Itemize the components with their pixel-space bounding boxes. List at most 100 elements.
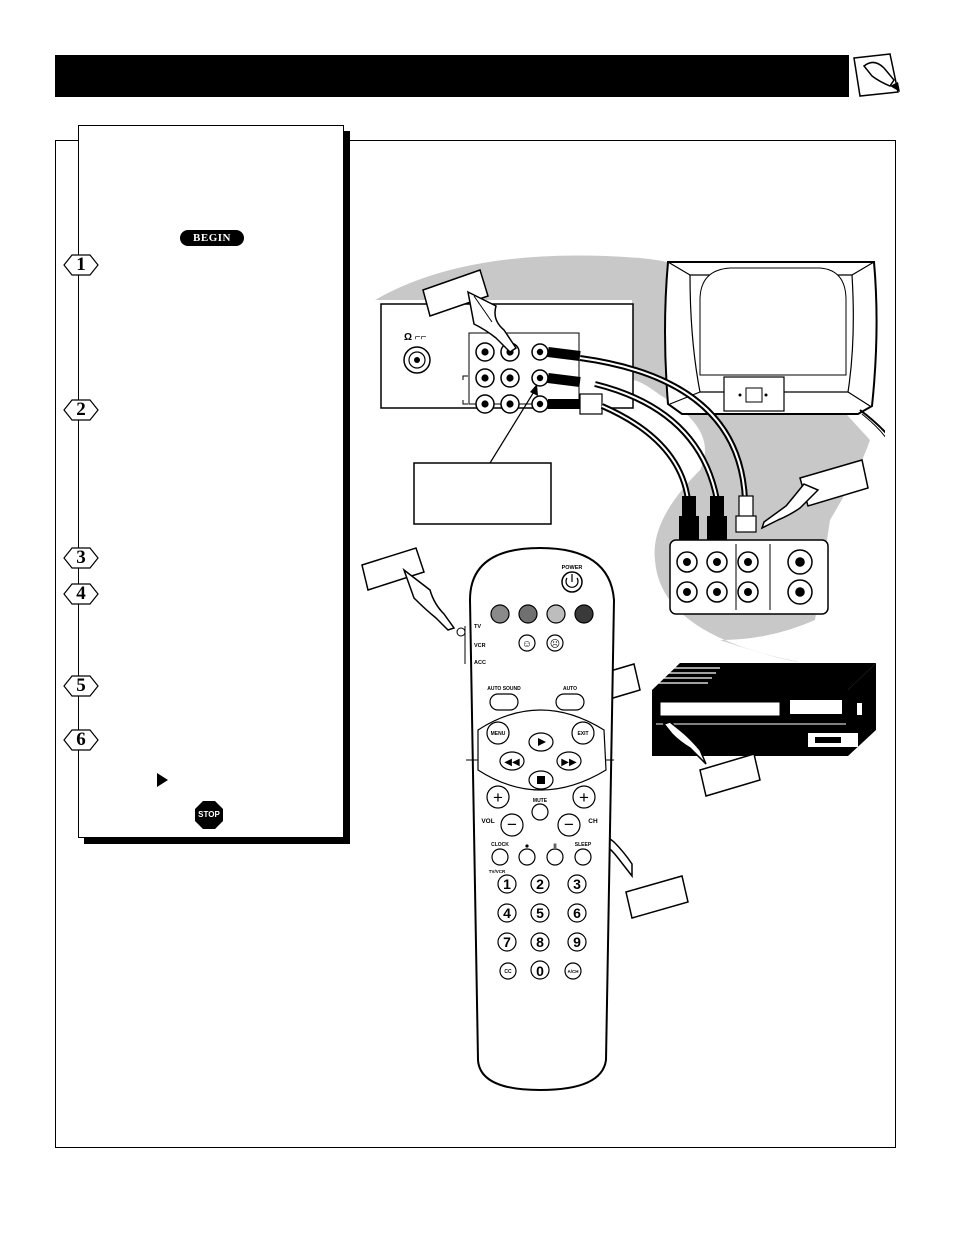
- digit-7-button[interactable]: [497, 932, 517, 952]
- mode-switch[interactable]: TV VCR ACC: [456, 624, 486, 666]
- minus-icon: −: [564, 815, 574, 834]
- digit-5-label: 5: [536, 905, 544, 921]
- digit-8-button[interactable]: [530, 932, 550, 952]
- hand-note-icon: [853, 53, 900, 97]
- digit-6-button[interactable]: [567, 903, 587, 923]
- stop-badge: STOP: [195, 801, 223, 829]
- tv-back: [664, 261, 885, 438]
- color-key-1[interactable]: [490, 604, 510, 624]
- av-input-jacks: [475, 342, 549, 414]
- menu-button[interactable]: [486, 721, 510, 745]
- callout-pointer: [489, 389, 536, 464]
- jack-callout-box: [413, 462, 552, 525]
- digit-5-button[interactable]: [530, 903, 550, 923]
- digit-7-label: 7: [503, 934, 511, 950]
- cc-button[interactable]: [499, 962, 517, 980]
- rewind-button[interactable]: [499, 751, 525, 771]
- ch-up-button[interactable]: [572, 785, 596, 809]
- minus-icon: −: [507, 815, 517, 834]
- auto-picture-label: AUTO: [563, 686, 577, 692]
- digit-8-label: 8: [536, 934, 544, 950]
- mute-button[interactable]: [531, 803, 549, 821]
- pointing-hand-icon: [662, 721, 761, 797]
- digit-1-button[interactable]: [497, 874, 517, 894]
- menu-label: MENU: [491, 731, 506, 737]
- record-button[interactable]: [518, 848, 536, 866]
- number-keypad: 1 2 3 4 5 6 7 8 9: [497, 874, 587, 952]
- sleep-button[interactable]: [574, 848, 592, 866]
- digit-0-label: 0: [536, 963, 544, 979]
- rewind-icon: ◀◀: [504, 757, 520, 768]
- step-4-marker: 4: [63, 583, 99, 605]
- power-icon: [565, 577, 579, 588]
- vol-label: VOL: [481, 818, 494, 825]
- tvvcr-label: TV/VCR: [489, 869, 506, 874]
- auto-sound-label: AUTO SOUND: [487, 686, 521, 692]
- digit-4-button[interactable]: [497, 903, 517, 923]
- color-key-3[interactable]: [546, 604, 566, 624]
- vol-down-button[interactable]: [500, 813, 524, 837]
- mode-acc-label: ACC: [474, 660, 486, 666]
- auto-sound-button[interactable]: [489, 693, 519, 711]
- vol-up-button[interactable]: [486, 785, 510, 809]
- mode-vcr-label: VCR: [474, 643, 486, 649]
- pause-icon: II: [553, 844, 557, 850]
- step-3-number: 3: [76, 547, 86, 568]
- color-key-4[interactable]: [574, 604, 594, 624]
- digit-2-button[interactable]: [530, 874, 550, 894]
- av-cables: [579, 355, 748, 501]
- play-icon: [538, 738, 546, 746]
- play-arrow-icon: [157, 773, 168, 787]
- digit-9-button[interactable]: [567, 932, 587, 952]
- antenna-ohm-mark: Ω ⌐⌐: [404, 332, 427, 343]
- fast-forward-button[interactable]: [556, 751, 582, 771]
- begin-badge: BEGIN: [180, 230, 244, 246]
- digit-1-label: 1: [503, 876, 511, 892]
- step-4-number: 4: [76, 583, 86, 604]
- cc-label: CC: [504, 969, 512, 975]
- connection-illustration: Ω ⌐⌐: [361, 255, 885, 1092]
- ach-label: A/CH: [568, 969, 579, 974]
- digit-4-label: 4: [503, 905, 511, 921]
- ach-button[interactable]: [564, 962, 582, 980]
- main-frame: [55, 140, 896, 1148]
- mode-tv-label: TV: [474, 624, 481, 630]
- digit-2-label: 2: [536, 876, 544, 892]
- pause-button[interactable]: [546, 848, 564, 866]
- smiley-icon: ☺: [522, 639, 532, 650]
- color-key-2[interactable]: [518, 604, 538, 624]
- step-2-number: 2: [76, 399, 86, 420]
- pointing-hand-icon: [760, 459, 869, 530]
- exit-button[interactable]: [571, 721, 595, 745]
- digit-3-button[interactable]: [567, 874, 587, 894]
- frowny-icon: ☹: [550, 638, 560, 650]
- stop-icon: [537, 776, 545, 784]
- stop-label: STOP: [198, 810, 220, 819]
- step-2-marker: 2: [63, 399, 99, 421]
- digit-0-button[interactable]: [530, 960, 550, 980]
- digit-6-label: 6: [573, 905, 581, 921]
- digit-3-label: 3: [573, 876, 581, 892]
- vcr-jack-panel: [669, 539, 829, 615]
- clock-button[interactable]: [491, 848, 509, 866]
- step-6-number: 6: [76, 729, 86, 750]
- frowny-button[interactable]: [546, 634, 564, 652]
- fast-forward-icon: ▶▶: [561, 757, 577, 768]
- plus-icon: +: [579, 788, 589, 807]
- ch-label: CH: [588, 818, 598, 825]
- tv-jack-panel: Ω ⌐⌐: [380, 303, 634, 415]
- sleep-label: SLEEP: [575, 842, 592, 848]
- step-1-marker: 1: [63, 254, 99, 276]
- step-3-marker: 3: [63, 547, 99, 569]
- pointing-hand-icon: [361, 547, 456, 631]
- mute-label: MUTE: [533, 798, 548, 804]
- remote-control: POWER ☺ ☹ TV VCR ACC AUTO SOUND AUTO MEN…: [456, 546, 616, 1092]
- auto-picture-button[interactable]: [555, 693, 585, 711]
- power-label: POWER: [562, 565, 583, 571]
- ch-down-button[interactable]: [557, 813, 581, 837]
- smiley-button[interactable]: [518, 634, 536, 652]
- begin-label: BEGIN: [193, 232, 231, 244]
- digit-9-label: 9: [573, 934, 581, 950]
- record-dot-icon: [525, 844, 529, 848]
- plus-icon: +: [493, 788, 503, 807]
